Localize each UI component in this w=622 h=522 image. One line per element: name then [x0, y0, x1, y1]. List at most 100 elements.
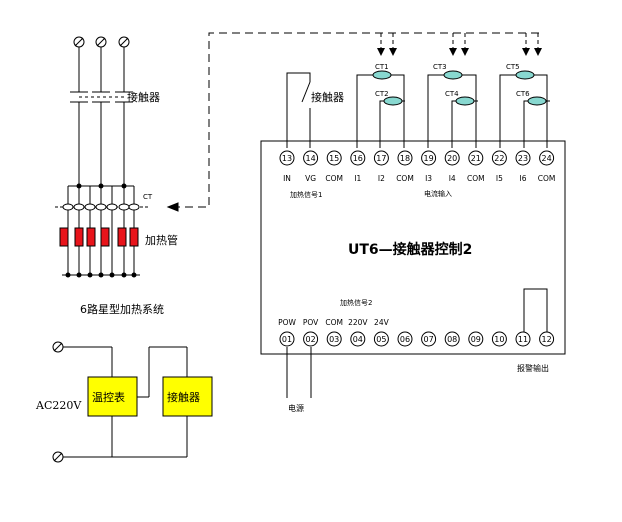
terminal-number: 14: [306, 154, 316, 163]
heat-signal-1-label: 加热信号1: [290, 190, 322, 199]
terminal-19: [421, 150, 437, 166]
terminal-label: I3: [425, 174, 432, 183]
terminal-number: 23: [518, 154, 528, 163]
terminal-number: 21: [471, 154, 481, 163]
terminal-label: COM: [325, 318, 343, 327]
terminal-number: 20: [447, 154, 457, 163]
terminal-label: I1: [354, 174, 361, 183]
terminal-label: POW: [278, 318, 296, 327]
terminal-11: [515, 331, 531, 347]
terminal-05: [373, 331, 389, 347]
terminal-label: COM: [538, 174, 556, 183]
terminal-number: 24: [542, 154, 552, 163]
terminal-14: [303, 150, 319, 166]
terminal-label: I5: [496, 174, 503, 183]
terminal-04: [350, 331, 366, 347]
terminal-12: [539, 331, 555, 347]
heat-signal-2-label: 加热信号2: [340, 298, 372, 307]
terminal-17: [373, 150, 389, 166]
bottom-terminal-row: 01 POW 02 POV 03 COM 04 220V 05 24V 06 07 08 09 10 11 12: [278, 318, 555, 347]
heater-elements: [59, 227, 139, 247]
alarm-output-label: 报警输出: [517, 363, 549, 373]
terminal-18: [397, 150, 413, 166]
ct-sensors-left: [62, 203, 140, 211]
contactor-box-label: 接触器: [167, 390, 200, 404]
terminal-number: 22: [494, 154, 504, 163]
contactor-mid-label: 接触器: [311, 90, 344, 104]
ut6-module: [260, 140, 566, 355]
terminal-label: IN: [283, 174, 291, 183]
current-input-label: 电流输入: [424, 189, 452, 198]
power-label: 电源: [288, 403, 304, 413]
ct-label-6: CT6: [516, 90, 530, 98]
temp-controller-label: 温控表: [92, 390, 125, 404]
terminal-01: [279, 331, 295, 347]
terminal-22: [491, 150, 507, 166]
terminal-label: COM: [467, 174, 485, 183]
terminal-label: 220V: [348, 318, 368, 327]
terminal-20: [444, 150, 460, 166]
terminal-number: 11: [518, 335, 528, 344]
terminal-label: COM: [396, 174, 414, 183]
ct-labels: CT1 CT2 CT3 CT4 CT5 CT6: [375, 63, 530, 98]
terminal-number: 03: [329, 335, 339, 344]
junction-dots: [65, 183, 137, 278]
terminal-number: 01: [282, 335, 292, 344]
terminal-03: [326, 331, 342, 347]
terminal-07: [421, 331, 437, 347]
terminal-09: [468, 331, 484, 347]
terminal-10: [491, 331, 507, 347]
contactor-top-label: 接触器: [127, 90, 160, 104]
terminal-number: 13: [282, 154, 292, 163]
ct-signal-path: [166, 32, 540, 212]
terminal-label: I2: [378, 174, 385, 183]
terminal-number: 18: [400, 154, 410, 163]
ct-label-3: CT3: [433, 63, 447, 71]
terminal-label: I6: [520, 174, 527, 183]
terminal-16: [350, 150, 366, 166]
terminal-number: 05: [376, 335, 386, 344]
module-bottom-wiring: [286, 288, 548, 398]
heater-label: 加热管: [145, 233, 178, 247]
module-title: UT6—接触器控制2: [348, 241, 472, 258]
ct-label-1: CT1: [375, 63, 389, 71]
ct-label-4: CT4: [445, 90, 459, 98]
system-caption: 6路星型加热系统: [80, 302, 164, 316]
terminal-label: POV: [303, 318, 319, 327]
ct-label-5: CT5: [506, 63, 520, 71]
terminal-label: I4: [449, 174, 456, 183]
terminal-label: VG: [305, 174, 316, 183]
ct-label-2: CT2: [375, 90, 389, 98]
terminal-24: [539, 150, 555, 166]
terminal-label: 24V: [374, 318, 390, 327]
terminal-number: 15: [329, 154, 339, 163]
ct-sensors-top: [372, 70, 547, 106]
terminal-21: [468, 150, 484, 166]
terminal-number: 16: [353, 154, 363, 163]
terminal-15: [326, 150, 342, 166]
terminal-number: 17: [376, 154, 386, 163]
terminal-number: 06: [400, 335, 410, 344]
terminal-number: 09: [471, 335, 481, 344]
terminal-number: 07: [424, 335, 434, 344]
terminal-number: 04: [353, 335, 363, 344]
ac-voltage-label: AC220V: [35, 399, 82, 412]
temp-controller-box: [87, 376, 138, 417]
terminal-13: [279, 150, 295, 166]
terminal-number: 19: [424, 154, 434, 163]
terminal-number: 12: [542, 335, 552, 344]
terminal-number: 02: [306, 335, 316, 344]
terminal-23: [515, 150, 531, 166]
ct-label: CT: [143, 193, 153, 201]
terminal-number: 08: [447, 335, 457, 344]
terminal-label: COM: [325, 174, 343, 183]
terminal-06: [397, 331, 413, 347]
control-circuit: [52, 341, 188, 463]
terminal-number: 10: [494, 335, 504, 344]
arrowheads: [377, 48, 542, 56]
contactor-box: [162, 376, 213, 417]
terminal-02: [303, 331, 319, 347]
terminal-08: [444, 331, 460, 347]
